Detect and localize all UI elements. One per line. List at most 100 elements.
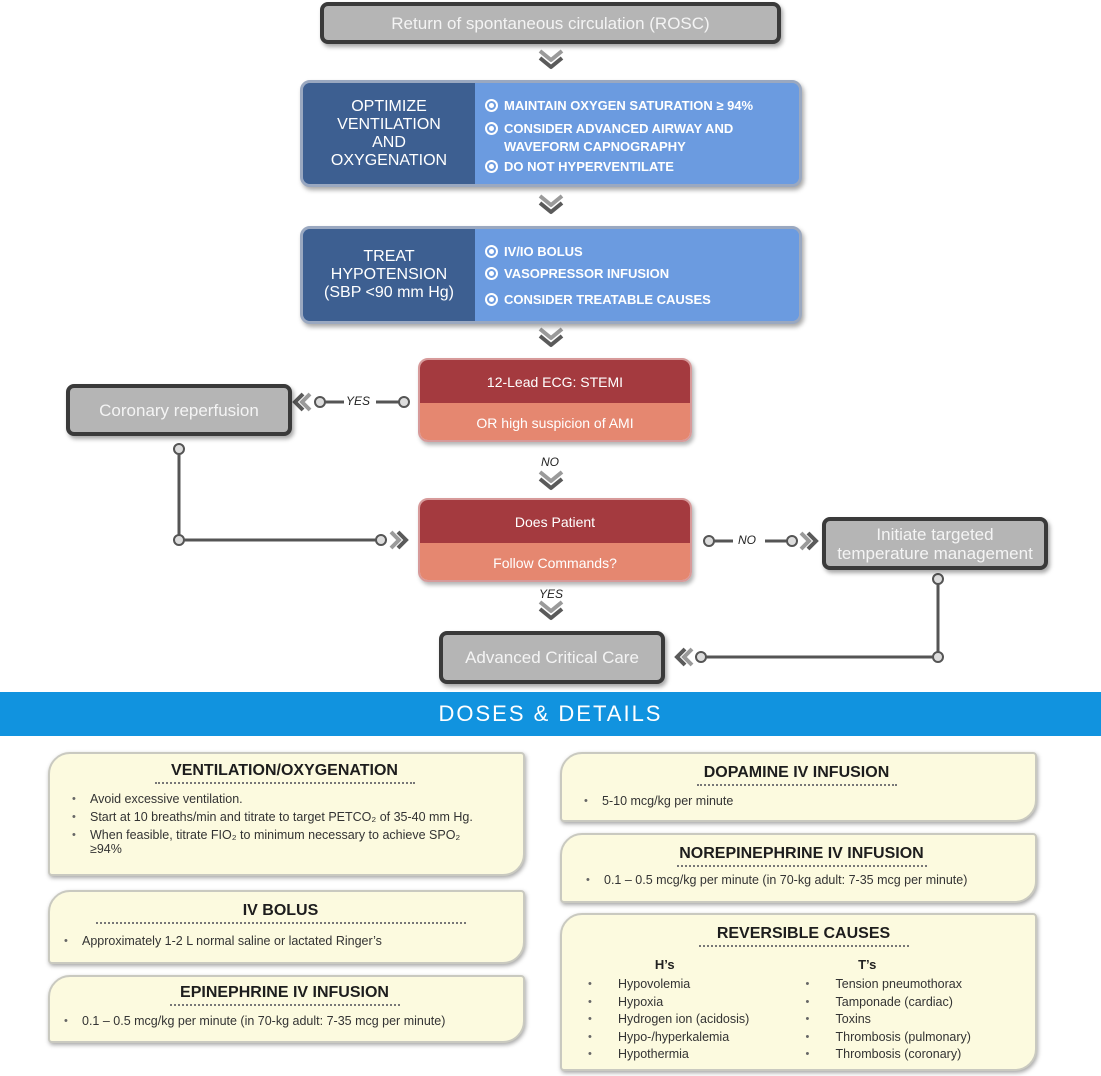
hypotension-item: VASOPRESSOR INFUSION (485, 265, 789, 283)
card-list: 0.1 – 0.5 mcg/kg per minute (in 70-kg ad… (578, 873, 1025, 887)
card-list: 5-10 mcg/kg per minute (576, 794, 1017, 808)
temperature-management-label: Initiate targeted temperature management (837, 524, 1033, 563)
list-item: Thrombosis (coronary) (804, 1046, 1022, 1064)
ventilation-item-text: DO NOT HYPERVENTILATE (504, 159, 674, 174)
radio-bullet-icon (485, 160, 498, 173)
coronary-reperfusion-label: Coronary reperfusion (99, 400, 259, 420)
list-item: When feasible, titrate FIO₂ to minimum n… (64, 828, 505, 856)
ecg-top: 12-Lead ECG: STEMI (420, 360, 690, 403)
card-title: DOPAMINE IV INFUSION (703, 764, 890, 781)
list-item: Tamponade (cardiac) (804, 994, 1022, 1012)
list-item: Tension pneumothorax (804, 976, 1022, 994)
title-divider (154, 782, 415, 784)
list-item: Avoid excessive ventilation. (64, 792, 505, 806)
commands-top: Does Patient (420, 500, 690, 543)
list-item: Hydrogen ion (acidosis) (586, 1011, 804, 1029)
yes-label: YES (539, 587, 564, 601)
temperature-management-box: Initiate targeted temperature management (822, 517, 1048, 570)
ventilation-item-text: MAINTAIN OXYGEN SATURATION ≥ 94% (504, 98, 754, 113)
hs-list: Hypovolemia Hypoxia Hydrogen ion (acidos… (586, 976, 804, 1064)
title-divider (698, 945, 909, 947)
rosc-label: Return of spontaneous circulation (ROSC) (391, 13, 710, 33)
hypotension-item-text: CONSIDER TREATABLE CAUSES (504, 292, 711, 307)
card-list: Approximately 1-2 L normal saline or lac… (56, 934, 505, 948)
title-divider (676, 865, 927, 867)
ventilation-item: CONSIDER ADVANCED AIRWAY AND WAVEFORM CA… (485, 120, 789, 156)
hypotension-block: TREAT HYPOTENSION (SBP <90 mm Hg) IV/IO … (300, 226, 802, 324)
card-title: VENTILATION/OXYGENATION (171, 762, 398, 779)
rosc-box: Return of spontaneous circulation (ROSC) (320, 2, 781, 44)
card-epinephrine: EPINEPHRINE IV INFUSION 0.1 – 0.5 mcg/kg… (48, 975, 525, 1043)
commands-decision-box: Does Patient Follow Commands? (418, 498, 692, 582)
list-item: Thrombosis (pulmonary) (804, 1029, 1022, 1047)
card-title: NOREPINEPHRINE IV INFUSION (679, 845, 924, 862)
down-chevron-icon (538, 470, 564, 490)
card-norepinephrine: NOREPINEPHRINE IV INFUSION 0.1 – 0.5 mcg… (560, 833, 1037, 903)
title-divider (169, 1004, 400, 1006)
hypotension-item-text: VASOPRESSOR INFUSION (504, 266, 670, 281)
ventilation-block: OPTIMIZE VENTILATION AND OXYGENATION MAI… (300, 80, 802, 187)
no-connector (703, 531, 819, 551)
ts-column: T’s Tension pneumothorax Tamponade (card… (804, 957, 1022, 1064)
card-iv-bolus: IV BOLUS Approximately 1-2 L normal sali… (48, 890, 525, 964)
card-dopamine: DOPAMINE IV INFUSION 5-10 mcg/kg per min… (560, 752, 1037, 822)
hypotension-item: IV/IO BOLUS (485, 243, 789, 261)
no-label: NO (738, 533, 756, 547)
hs-heading: H’s (654, 957, 675, 972)
card-title: IV BOLUS (242, 902, 319, 919)
title-divider (696, 784, 897, 786)
banner-title: DOSES & DETAILS (438, 701, 663, 726)
card-list: 0.1 – 0.5 mcg/kg per minute (in 70-kg ad… (56, 1014, 513, 1028)
coronary-to-commands-connector (173, 443, 409, 550)
list-item: Toxins (804, 1011, 1022, 1029)
card-list: Avoid excessive ventilation. Start at 10… (64, 792, 505, 856)
ts-list: Tension pneumothorax Tamponade (cardiac)… (804, 976, 1022, 1064)
list-item: Hypovolemia (586, 976, 804, 994)
hypotension-item: CONSIDER TREATABLE CAUSES (485, 291, 789, 309)
radio-bullet-icon (485, 267, 498, 280)
list-item: 5-10 mcg/kg per minute (576, 794, 1017, 808)
ventilation-item-text: CONSIDER ADVANCED AIRWAY AND WAVEFORM CA… (504, 121, 734, 154)
connector-layer (173, 49, 944, 667)
no-label: NO (541, 455, 559, 469)
reversible-columns: H’s Hypovolemia Hypoxia Hydrogen ion (ac… (586, 957, 1021, 1064)
ventilation-title-line: OXYGENATION (330, 151, 448, 169)
ventilation-title-line: VENTILATION (337, 115, 441, 133)
advanced-critical-care-box: Advanced Critical Care (439, 631, 665, 684)
ts-heading: T’s (858, 957, 877, 972)
hypotension-title: TREAT HYPOTENSION (SBP <90 mm Hg) (303, 229, 475, 321)
yes-connector (292, 392, 410, 412)
list-item: Hypo-/hyperkalemia (586, 1029, 804, 1047)
title-divider (95, 922, 466, 924)
card-title: REVERSIBLE CAUSES (716, 925, 891, 942)
hypotension-title-line: TREAT (363, 248, 415, 265)
hypotension-title-line: HYPOTENSION (330, 266, 448, 283)
ventilation-item: MAINTAIN OXYGEN SATURATION ≥ 94% (485, 97, 789, 115)
hypotension-item-text: IV/IO BOLUS (504, 244, 583, 259)
list-item: 0.1 – 0.5 mcg/kg per minute (in 70-kg ad… (578, 873, 1025, 887)
ventilation-title-line: OPTIMIZE (351, 97, 427, 115)
radio-bullet-icon (485, 293, 498, 306)
ecg-decision-box: 12-Lead ECG: STEMI OR high suspicion of … (418, 358, 692, 442)
down-chevron-icon (538, 194, 564, 214)
ventilation-items: MAINTAIN OXYGEN SATURATION ≥ 94% CONSIDE… (475, 83, 799, 184)
down-chevron-icon (538, 327, 564, 347)
ventilation-title-line: AND (372, 133, 406, 151)
ventilation-item: DO NOT HYPERVENTILATE (485, 158, 789, 176)
card-ventilation: VENTILATION/OXYGENATION Avoid excessive … (48, 752, 525, 876)
ventilation-title: OPTIMIZE VENTILATION AND OXYGENATION (303, 83, 475, 184)
list-item: Hypoxia (586, 994, 804, 1012)
list-item: Approximately 1-2 L normal saline or lac… (56, 934, 505, 948)
temperature-to-care-connector (674, 573, 944, 667)
card-reversible-causes: REVERSIBLE CAUSES H’s Hypovolemia Hypoxi… (560, 913, 1037, 1071)
hypotension-items: IV/IO BOLUS VASOPRESSOR INFUSION CONSIDE… (475, 229, 799, 321)
card-title: EPINEPHRINE IV INFUSION (180, 984, 389, 1001)
down-chevron-icon (538, 49, 564, 69)
commands-bottom: Follow Commands? (420, 543, 690, 580)
hypotension-title-line: (SBP <90 mm Hg) (324, 284, 454, 301)
list-item: Start at 10 breaths/min and titrate to t… (64, 810, 505, 824)
radio-bullet-icon (485, 99, 498, 112)
advanced-critical-care-label: Advanced Critical Care (465, 648, 639, 667)
down-chevron-icon (538, 600, 564, 620)
yes-label: YES (346, 394, 371, 408)
